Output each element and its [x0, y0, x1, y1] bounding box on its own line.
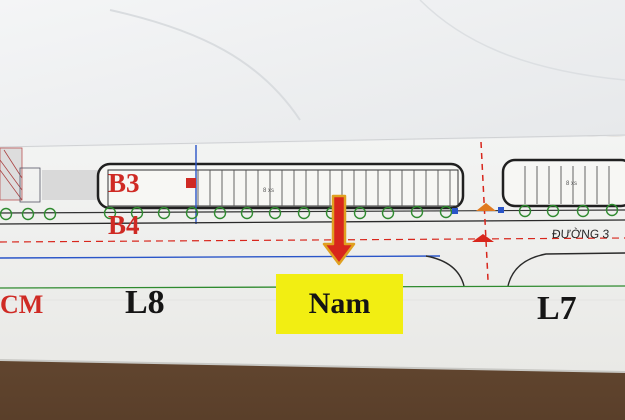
lot-label-l8: L8 — [125, 284, 165, 321]
triangle-marker-icon — [472, 234, 494, 242]
lot-label-l7: L7 — [537, 290, 577, 327]
block-label-b4: B4 — [108, 210, 140, 240]
blank-paper — [0, 0, 625, 152]
partial-label-left: CM — [0, 290, 44, 319]
block-label-b3: B3 — [108, 168, 140, 198]
dimension-text-left: 8 xs — [263, 188, 275, 194]
down-arrow-icon — [322, 194, 356, 266]
direction-label: Nam — [308, 287, 371, 320]
road-name-label: ĐƯỜNG 3 — [551, 227, 610, 241]
site-plan-sheet — [0, 134, 625, 373]
direction-highlight-box: Nam — [276, 274, 403, 334]
dimension-text-right: 8 xs — [566, 181, 578, 187]
